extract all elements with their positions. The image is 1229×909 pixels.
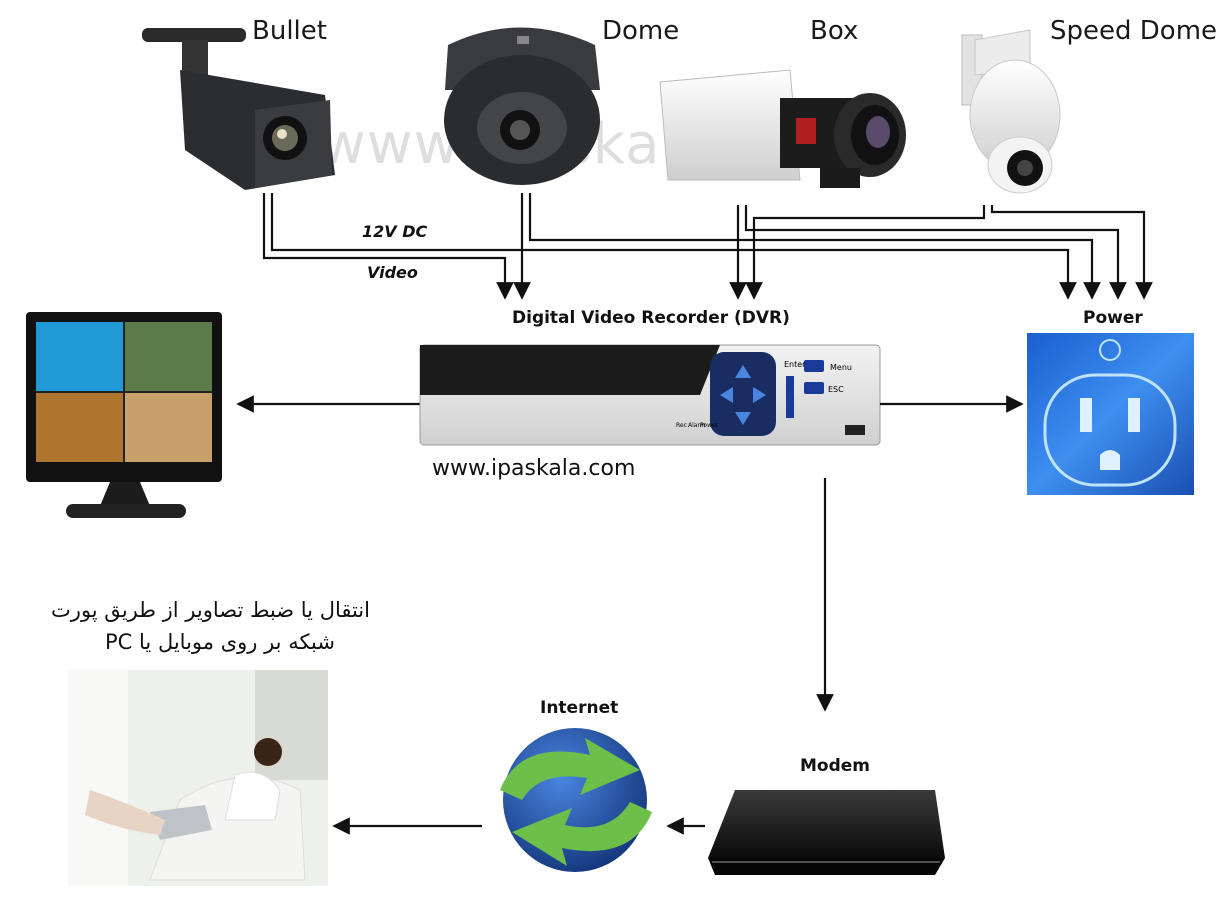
dvr-menu-label: Menu <box>830 363 852 372</box>
video-wire-label: Video <box>367 263 418 282</box>
camera-label-box: Box <box>810 16 859 46</box>
website-url: www.ipaskala.com <box>432 456 636 481</box>
dvr-esc-label: ESC <box>828 385 844 394</box>
remote-access-text-line2: شبکه بر روی موبایل یا PC <box>105 630 335 654</box>
modem-icon <box>708 790 945 875</box>
internet-globe-icon <box>500 728 652 872</box>
dvr-enter-label: Enter <box>784 360 806 369</box>
box-camera-icon <box>659 69 906 188</box>
dvr-title: Digital Video Recorder (DVR) <box>512 308 790 328</box>
modem-label: Modem <box>800 756 871 776</box>
camera-label-dome: Dome <box>602 16 680 46</box>
speed-dome-camera-icon <box>961 29 1061 194</box>
camera-label-speed-dome: Speed Dome <box>1050 16 1218 46</box>
power-label: Power <box>1083 308 1143 328</box>
monitor-icon <box>26 312 222 518</box>
remote-access-text-line1: انتقال یا ضبط تصاویر از طریق پورت <box>51 598 370 622</box>
dvr-led-rec: Rec <box>676 422 687 429</box>
dvr-led-alarm: Alarm <box>688 422 706 429</box>
dome-camera-icon <box>444 27 600 185</box>
bullet-camera-icon <box>142 28 335 190</box>
dvr-led-power: Power <box>700 422 719 429</box>
wiring-lines <box>262 193 1153 300</box>
dvr-device-icon <box>419 344 881 446</box>
power-outlet-icon <box>1027 333 1194 495</box>
camera-label-bullet: Bullet <box>252 16 327 46</box>
internet-label: Internet <box>540 698 619 718</box>
remote-user-photo <box>68 670 328 886</box>
dc-wire-label: 12V DC <box>362 222 428 241</box>
